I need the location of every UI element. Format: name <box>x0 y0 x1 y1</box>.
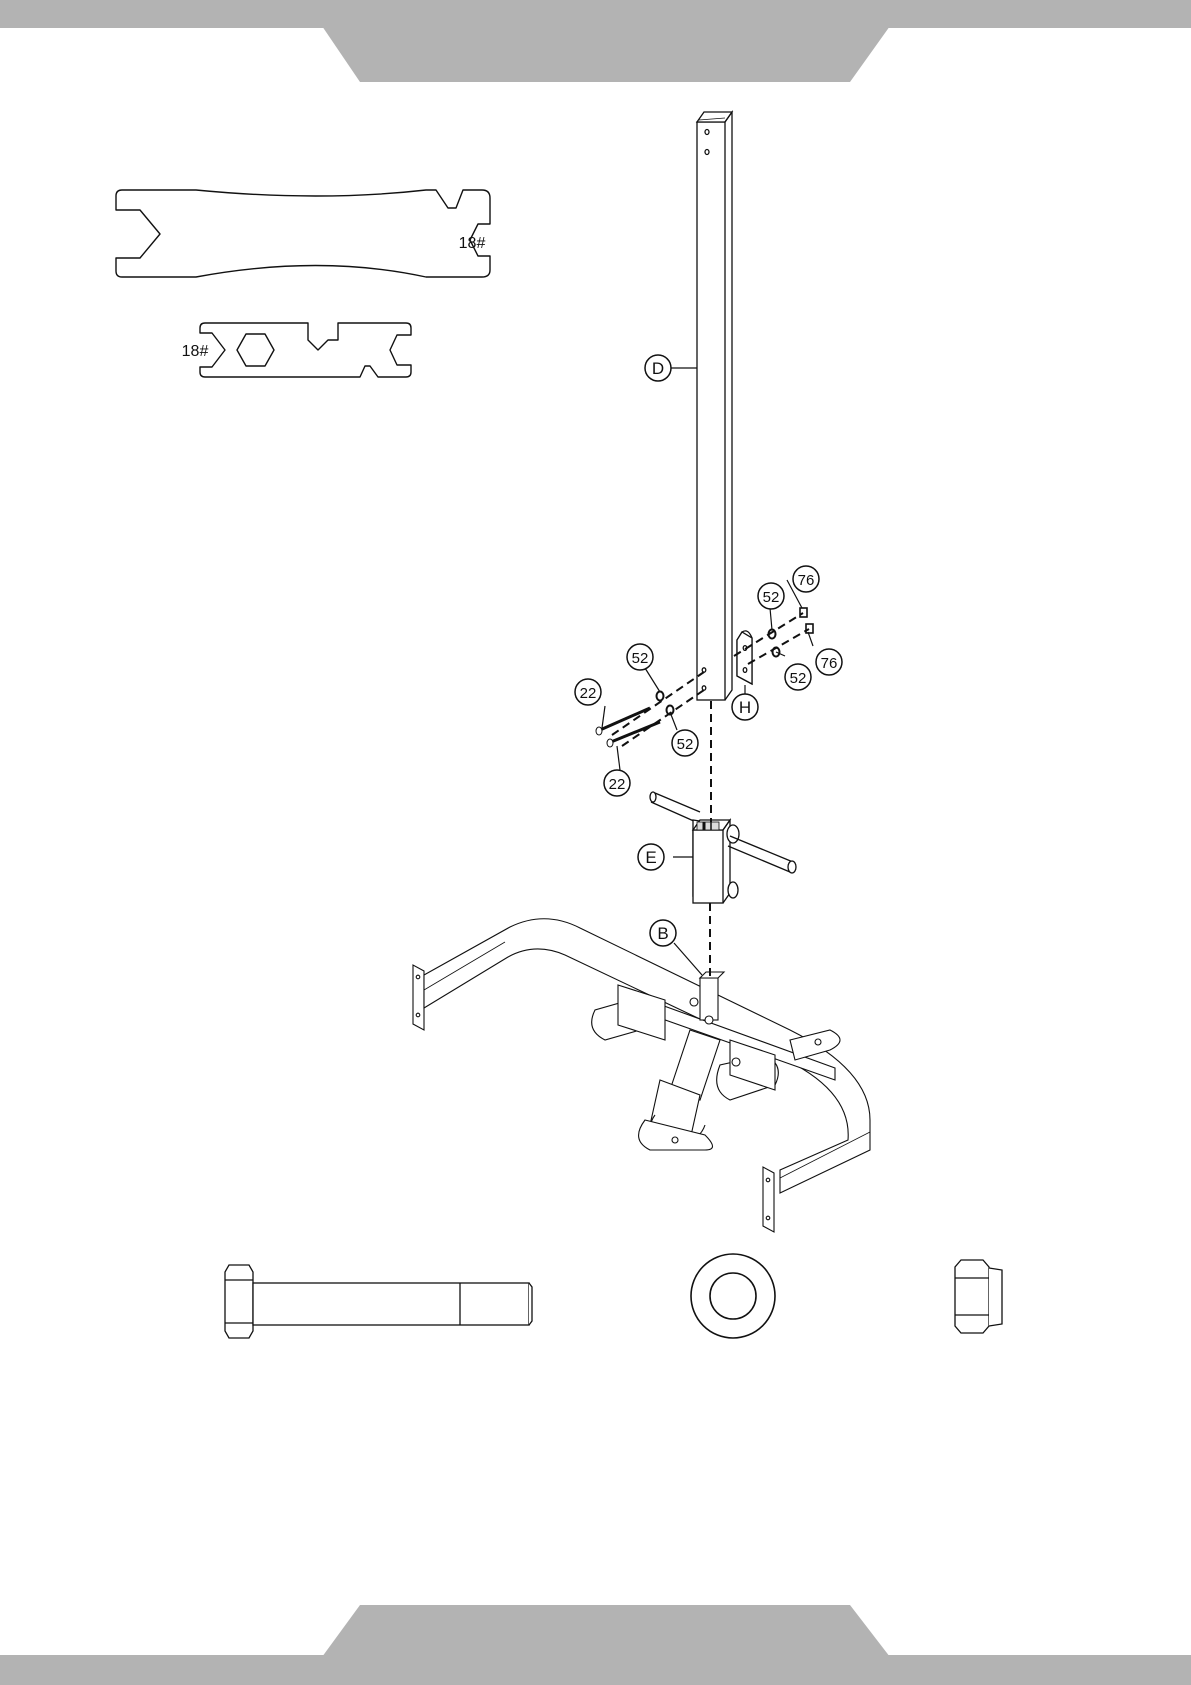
callout-76-top: 76 <box>793 566 819 592</box>
svg-text:52: 52 <box>632 650 649 667</box>
callout-22-bottom: 22 <box>604 770 630 796</box>
svg-text:B: B <box>657 924 668 943</box>
callout-52-right: 52 <box>785 664 811 690</box>
callout-h: H <box>732 694 758 720</box>
callout-e: E <box>638 844 664 870</box>
carriage-e <box>650 792 796 903</box>
svg-text:H: H <box>739 698 751 717</box>
footer-bar <box>0 1605 1191 1685</box>
callout-d: D <box>645 355 671 381</box>
wrench-large: 18# <box>116 190 490 277</box>
svg-text:D: D <box>652 359 664 378</box>
svg-text:52: 52 <box>677 736 694 753</box>
svg-text:76: 76 <box>821 655 838 672</box>
callout-b: B <box>650 920 676 946</box>
svg-text:52: 52 <box>763 589 780 606</box>
upright-tube-d <box>697 112 732 700</box>
svg-text:52: 52 <box>790 670 807 687</box>
washer-actual-size <box>691 1254 775 1338</box>
wrench-small-size-label: 18# <box>182 343 209 360</box>
wrench-large-size-label: 18# <box>459 235 486 252</box>
callout-52-left: 52 <box>627 644 653 670</box>
bolt-actual-size <box>225 1265 532 1338</box>
callout-76-right: 76 <box>816 649 842 675</box>
wrench-small: 18# <box>182 323 411 377</box>
svg-text:22: 22 <box>580 685 597 702</box>
bracket-h <box>737 631 752 684</box>
hex-socket-icon <box>237 334 274 366</box>
nut-actual-size <box>955 1260 1002 1333</box>
svg-text:E: E <box>645 848 656 867</box>
svg-text:22: 22 <box>609 776 626 793</box>
svg-text:76: 76 <box>798 572 815 589</box>
header-bar <box>0 0 1191 82</box>
callout-52-top: 52 <box>758 583 784 609</box>
base-frame-b <box>413 919 870 1232</box>
callout-22-top: 22 <box>575 679 601 705</box>
callout-52-bottom: 52 <box>672 730 698 756</box>
